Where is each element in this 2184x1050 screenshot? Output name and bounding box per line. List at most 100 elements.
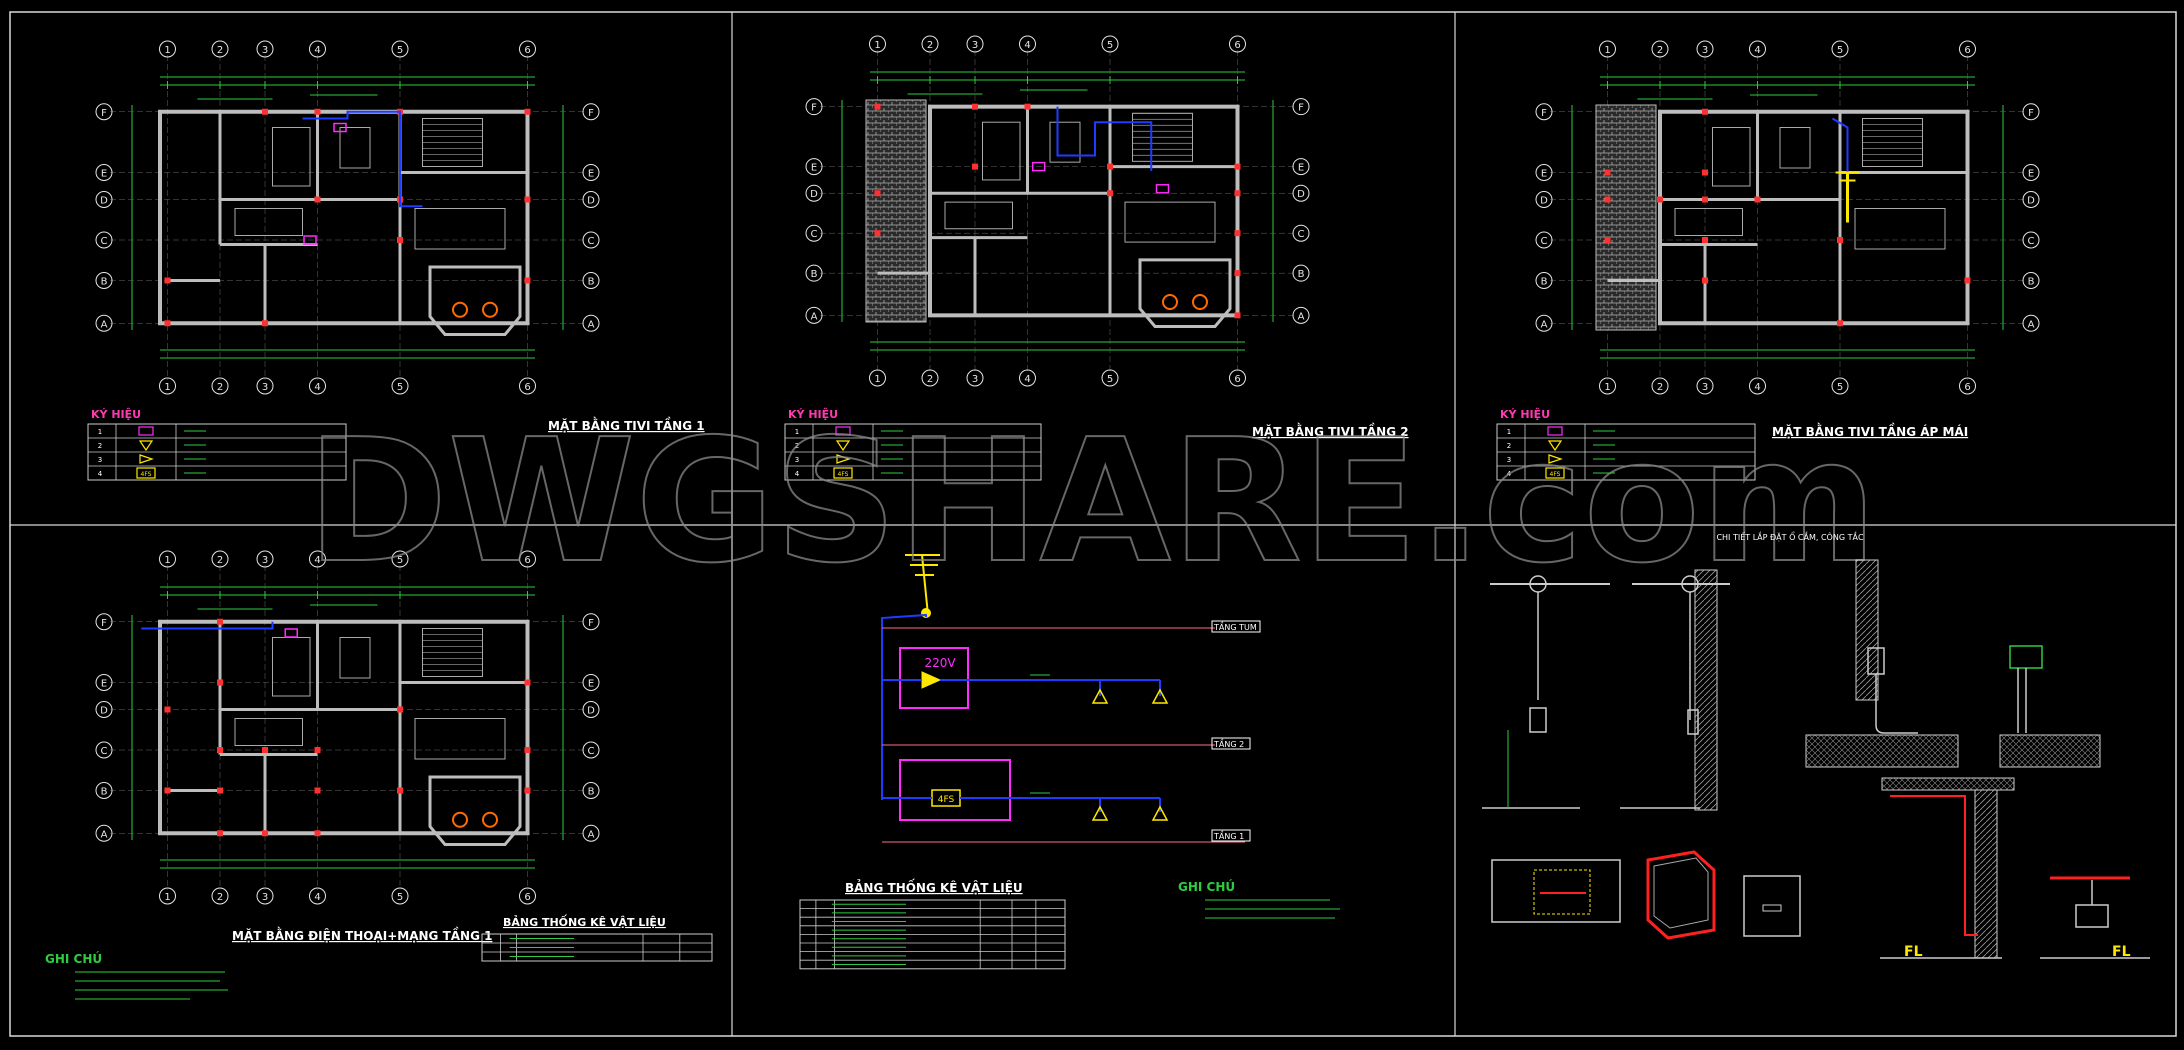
grid-label: 2 (1657, 45, 1663, 56)
party-wall (1596, 105, 1656, 330)
grid-label: 3 (1702, 382, 1708, 393)
dining-table (235, 209, 303, 236)
chair (483, 813, 497, 827)
grid-label: C (588, 236, 595, 247)
grid-label: 2 (1657, 382, 1663, 393)
sofa (340, 638, 370, 679)
grid-label: 4 (314, 892, 320, 903)
grid-label: 3 (262, 382, 268, 393)
grid-label: E (811, 163, 817, 174)
tv-cable-route (303, 112, 423, 207)
grid-label: 5 (1837, 382, 1843, 393)
grid-label: B (1298, 269, 1305, 280)
dining-table (1675, 209, 1743, 236)
grid-label: 5 (1107, 40, 1113, 51)
grid-label: E (588, 679, 594, 690)
grid-label: B (101, 277, 108, 288)
grid-label: E (101, 169, 107, 180)
bed (415, 209, 505, 250)
materials-title-left: BẢNG THỐNG KÊ VẬT LIỆU (503, 914, 666, 929)
dining-table (945, 202, 1013, 229)
grid-label: 3 (972, 374, 978, 385)
grid-label: D (1540, 196, 1548, 207)
grid-label: C (2028, 236, 2035, 247)
chair (453, 813, 467, 827)
materials-table-center (800, 900, 1065, 969)
floor-plan-phone-floor1: 112233445566FFEEDDCCBBAA (96, 551, 599, 904)
bed (1855, 209, 1945, 250)
grid-label: A (1541, 319, 1548, 330)
grid-label: A (1298, 311, 1305, 322)
grid-label: 6 (1964, 382, 1970, 393)
splitter-icon (140, 441, 152, 450)
floor-plan-tv-floor2: 112233445566FFEEDDCCBBAA (806, 36, 1309, 386)
grid-label: E (1298, 163, 1304, 174)
legend-4fs-label: 4FS (141, 471, 152, 478)
grid-label: D (2027, 196, 2035, 207)
grid-label: A (588, 319, 595, 330)
grid-label: 1 (164, 892, 170, 903)
tv-outlet-icon (1157, 185, 1169, 193)
notes-lines-center (1205, 900, 1340, 918)
grid-label: D (100, 196, 108, 207)
floor-level-left: FL (1904, 944, 1923, 960)
grid-label: 1 (874, 40, 880, 51)
grid-label: E (101, 679, 107, 690)
grid-label: B (588, 787, 595, 798)
grid-label: B (811, 269, 818, 280)
tv-outlet-icon (139, 427, 153, 435)
chair (1193, 295, 1207, 309)
party-wall (866, 100, 926, 322)
chair (483, 303, 497, 317)
grid-label: 1 (164, 555, 170, 566)
chair (453, 303, 467, 317)
table (1713, 128, 1751, 187)
grid-label: 3 (972, 40, 978, 51)
grid-label: 4 (314, 382, 320, 393)
grid-label: 3 (262, 892, 268, 903)
grid-label: F (811, 103, 817, 114)
grid-label: D (587, 706, 595, 717)
materials-title-center: BẢNG THỐNG KÊ VẬT LIỆU (845, 878, 1023, 895)
grid-label: 5 (1837, 45, 1843, 56)
grid-label: B (588, 277, 595, 288)
grid-label: 1 (874, 374, 880, 385)
level-label-1: TẦNG 1 (1213, 829, 1244, 841)
legend-row-number: 2 (98, 442, 102, 450)
grid-label: 2 (927, 40, 933, 51)
grid-label: E (2028, 169, 2034, 180)
amplifier-icon (922, 672, 940, 688)
grid-label: 2 (217, 382, 223, 393)
floor-plan-tv-floor1: 112233445566FFEEDDCCBBAA (96, 41, 599, 394)
grid-label: F (101, 108, 107, 119)
amplifier-icon (140, 455, 152, 463)
grid-label: 5 (1107, 374, 1113, 385)
grid-label: 4 (1754, 382, 1760, 393)
grid-label: 2 (217, 892, 223, 903)
grid-label: D (1297, 189, 1305, 200)
grid-label: 4 (314, 45, 320, 56)
outer-wall (160, 112, 528, 324)
outer-wall (160, 622, 528, 834)
grid-label: A (2028, 319, 2035, 330)
grid-label: A (811, 311, 818, 322)
grid-label: E (588, 169, 594, 180)
grid-label: C (1298, 229, 1305, 240)
grid-label: C (1541, 236, 1548, 247)
grid-label: C (101, 746, 108, 757)
grid-label: B (101, 787, 108, 798)
grid-label: C (101, 236, 108, 247)
grid-label: 5 (397, 892, 403, 903)
grid-label: 6 (1234, 40, 1240, 51)
table (983, 122, 1021, 180)
grid-label: D (810, 189, 818, 200)
dining-table (235, 719, 303, 746)
sofa (1780, 128, 1810, 169)
grid-label: 3 (262, 555, 268, 566)
grid-label: C (588, 746, 595, 757)
grid-label: F (2028, 108, 2034, 119)
grid-label: 4 (1754, 45, 1760, 56)
level-label-tum: TẦNG TUM (1213, 620, 1257, 632)
grid-label: F (588, 618, 594, 629)
